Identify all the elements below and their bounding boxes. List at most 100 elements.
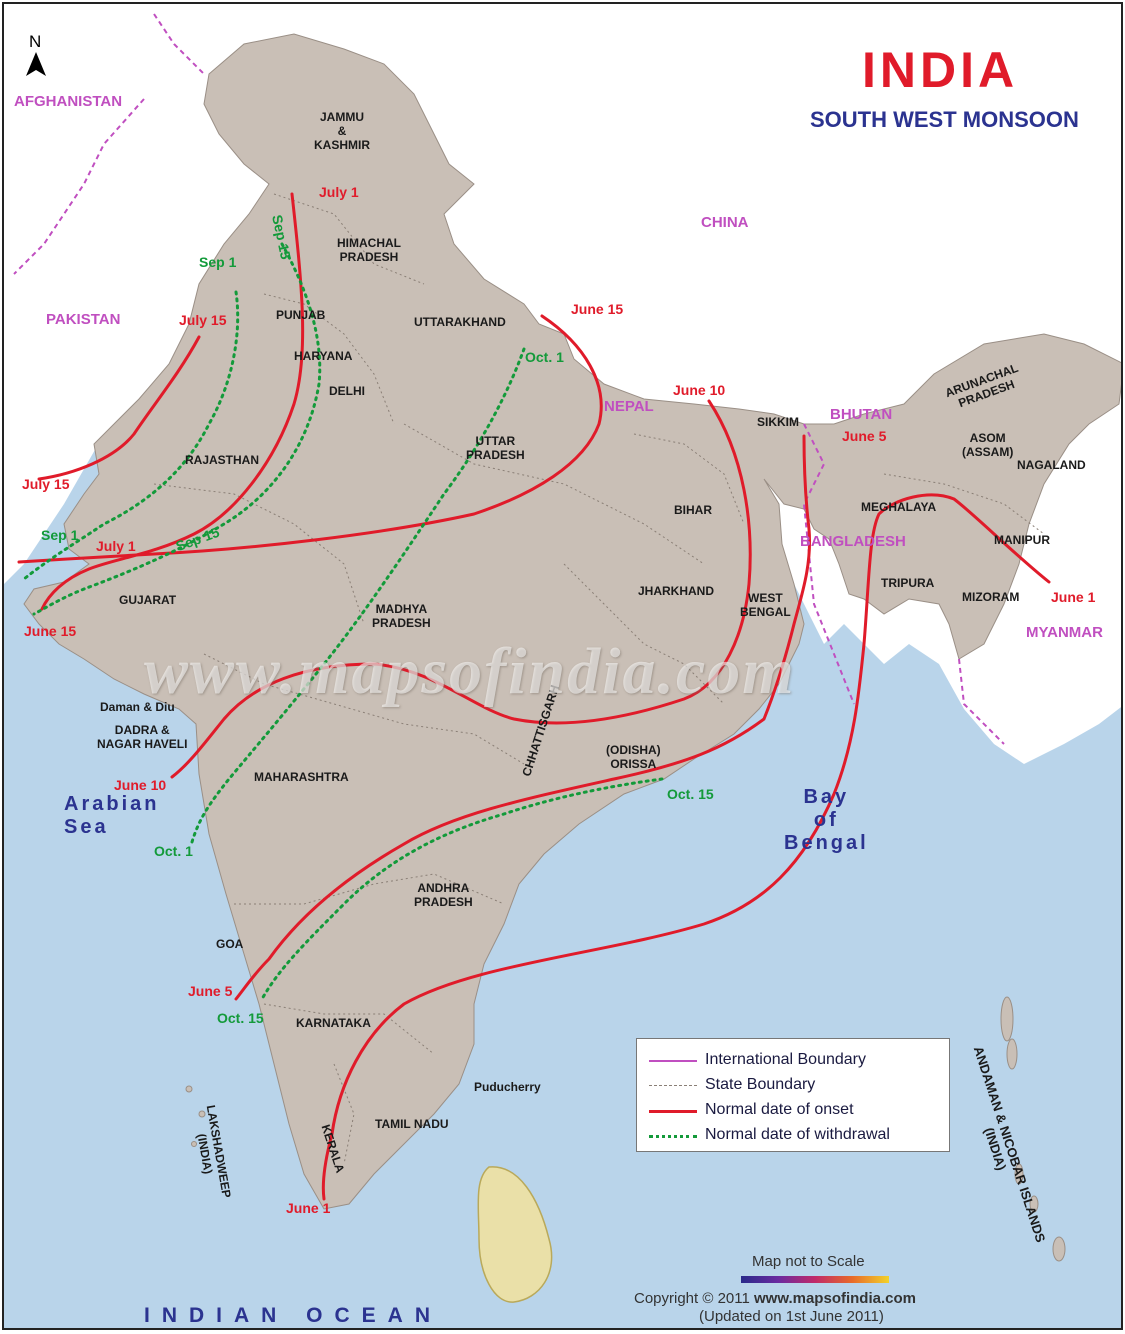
andaman-islands [1000,996,1066,1262]
state-puducherry: Puducherry [474,1080,541,1094]
country-pakistan: PAKISTAN [46,311,121,328]
state-nagaland: NAGALAND [1017,458,1086,472]
north-arrow-icon [26,52,46,76]
onset-line-june5-east [234,434,812,1001]
withdrawal-label-oct15-east: Oct. 15 [667,786,714,802]
onset-label-june5-west: June 5 [188,983,233,999]
international-boundary-line [13,13,1005,745]
onset-label-june1-south: June 1 [286,1200,331,1216]
state-himachal: HIMACHAL PRADESH [337,236,401,264]
copyright-line: Copyright © 2011 www.mapsofindia.com [634,1290,916,1307]
withdrawal-line-oct1 [190,347,526,844]
onset-label-june15-west: June 15 [24,623,77,639]
withdrawal-line-oct15 [260,777,664,1001]
state-andhra: ANDHRA PRADESH [414,881,473,909]
state-orissa: (ODISHA) ORISSA [606,743,661,771]
withdrawal-line-sep1 [22,290,240,581]
north-label: N [29,32,42,51]
onset-line-june15-north [17,314,603,564]
scale-note: Map not to Scale [752,1253,865,1270]
onset-label-june10-west: June 10 [114,777,167,793]
withdrawal-label-sep1-north: Sep 1 [199,254,237,270]
withdrawal-label-sep1-west: Sep 1 [41,527,79,543]
legend-label-international: International Boundary [705,1051,866,1068]
legend-swatch-state [649,1085,697,1086]
copyright-prefix: Copyright © 2011 [634,1290,755,1307]
state-west-bengal: WEST BENGAL [740,591,791,619]
withdrawal-label-oct15-west: Oct. 15 [217,1010,264,1026]
onset-label-june1-east: June 1 [1051,589,1096,605]
country-myanmar: MYANMAR [1026,624,1103,641]
state-haryana: HARYANA [294,349,353,363]
onset-label-july15-north: July 15 [179,312,227,328]
onset-line-june10-east [170,399,752,779]
watermark: www.mapsofindia.com [144,635,796,708]
withdrawal-label-oct1-west: Oct. 1 [154,843,193,859]
state-maharashtra: MAHARASHTRA [254,770,349,784]
state-rajasthan: RAJASTHAN [185,453,260,467]
state-daman-diu: Daman & Diu [100,700,175,714]
country-afghanistan: AFGHANISTAN [14,93,123,110]
state-mizoram: MIZORAM [962,590,1020,604]
withdrawal-line-sep15 [32,242,322,616]
onset-label-july15-west: July 15 [22,476,70,492]
copyright-site: www.mapsofindia.com [754,1290,916,1307]
state-dadra: DADRA & NAGAR HAVELI [97,723,188,751]
legend-swatch-withdrawal [649,1135,697,1138]
onset-line-july15 [37,335,201,481]
legend-row-onset: Normal date of onset [637,1099,949,1123]
onset-label-july1-north: July 1 [319,184,359,200]
india-landmass [23,33,1121,1210]
onset-label-june15-north: June 15 [571,301,624,317]
scale-color-bar [741,1276,889,1283]
onset-isolines [17,192,1051,1201]
legend-swatch-onset [649,1110,697,1113]
country-bhutan: BHUTAN [830,406,893,423]
onset-label-june5-east: June 5 [842,428,887,444]
legend-label-onset: Normal date of onset [705,1101,854,1118]
legend-label-withdrawal: Normal date of withdrawal [705,1126,890,1143]
map-title: INDIA [862,42,1019,98]
state-delhi: DELHI [329,384,365,398]
state-goa: GOA [216,937,244,951]
map-subtitle: SOUTH WEST MONSOON [810,107,1079,132]
country-china: CHINA [701,214,749,231]
state-tamil-nadu: TAMIL NADU [375,1117,449,1131]
sea-bay-of-bengal: Bay of Bengal [784,786,869,854]
sri-lanka-landmass [477,1166,553,1303]
sea-indian-ocean: INDIAN OCEAN [144,1304,443,1327]
state-manipur: MANIPUR [994,533,1050,547]
legend-swatch-international [649,1060,697,1062]
state-uttarakhand: UTTARAKHAND [414,315,506,329]
country-bangladesh: BANGLADESH [800,533,906,550]
state-asom: ASOM (ASSAM) [962,431,1014,459]
legend: International Boundary State Boundary No… [636,1038,950,1152]
onset-label-july1-west: July 1 [96,538,136,554]
lakshadweep-islands [185,1085,206,1147]
onset-line-july1-north [40,192,305,611]
state-bihar: BIHAR [674,503,712,517]
sea-arabian: Arabian Sea [64,793,160,838]
onset-line-june1 [321,493,1051,1201]
state-tripura: TRIPURA [881,576,935,590]
map-canvas [4,4,1121,1303]
legend-row-state: State Boundary [637,1074,949,1098]
onset-label-june10-east: June 10 [673,382,726,398]
state-jharkhand: JHARKHAND [638,584,715,598]
country-nepal: NEPAL [604,398,654,415]
state-boundaries [153,193,1045,1165]
state-punjab: PUNJAB [276,308,326,322]
updated-note: (Updated on 1st June 2011) [699,1308,884,1325]
state-jammu-kashmir: JAMMU & KASHMIR [314,110,370,152]
legend-row-withdrawal: Normal date of withdrawal [637,1124,949,1148]
withdrawal-label-oct1-north: Oct. 1 [525,349,564,365]
legend-row-international: International Boundary [637,1049,949,1073]
legend-label-state: State Boundary [705,1076,816,1093]
state-karnataka: KARNATAKA [296,1016,371,1030]
state-madhya-pradesh: MADHYA PRADESH [372,602,431,630]
withdrawal-isolines [22,242,664,1001]
state-uttar-pradesh: UTTAR PRADESH [466,434,525,462]
state-gujarat: GUJARAT [119,593,177,607]
state-sikkim: SIKKIM [757,415,799,429]
